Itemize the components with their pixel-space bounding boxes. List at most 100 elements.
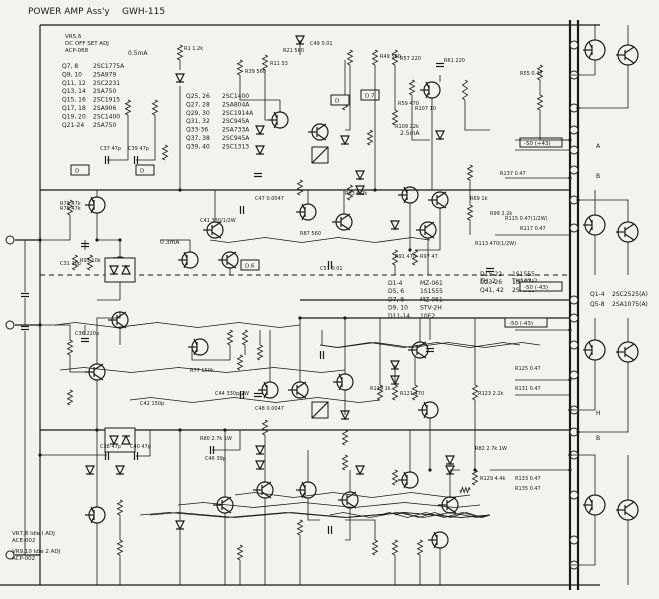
transistor-symbol [616,499,639,521]
resistor-symbol [376,384,384,401]
component-label-r80: R80 2.7k 1W [200,436,232,442]
transistor-symbol [188,338,209,356]
diode-refs: D5, 6 [388,288,404,295]
supply-box-mid [519,281,563,292]
input-terminals [5,235,15,560]
vr5-adjustment: DC OFF SET ADJ [65,41,109,47]
wire [69,355,89,373]
node-label-a: A [596,143,601,150]
resistor-symbol [391,384,399,401]
junction-dot [568,378,572,382]
resistor-symbol [391,539,399,556]
junction-dot [223,428,227,432]
diode-part-2: 1S1555 [512,271,535,278]
component-label-r1: R1 1.2k [184,46,203,52]
resistor-symbol [151,99,159,116]
component-label-c37: C37 47p [100,146,121,152]
junction-dot [95,238,99,242]
junction-dot [568,328,572,332]
node-label-b: B [596,173,600,180]
component-label-c38: C38 47p [100,444,121,450]
junction-box-label: D [335,99,339,105]
table1-refs: Q17, 18 [62,105,86,112]
idle-current-label: 0.5mA [128,50,148,57]
resistor-symbol [209,237,431,243]
vr7-reference: ACE-002 [12,538,35,544]
wire [464,100,490,131]
resistor-symbol [116,499,124,516]
resistor-symbol [226,329,234,346]
resistor-symbol [411,384,419,401]
junction-dot [568,453,572,457]
output-transistor-refs: Q5-8 [590,301,605,308]
transistor-symbol [85,506,106,524]
component-label-c46: C46 39p [205,456,226,462]
component-label-r91: R91 470 [395,254,416,260]
table2-part: 2SA804A [222,101,250,108]
junction-box: D.6 [240,259,260,271]
diode-symbol [255,125,265,136]
component-label-c51: C51 0.01 [320,266,343,272]
resistor-symbol [129,397,381,403]
junction-dot [568,176,572,180]
component-label-r61: R61 220 [444,58,465,64]
transistor-symbol [398,471,419,489]
component-label-c41: C41 330/1/2W [200,218,236,224]
wire [136,430,151,457]
wire [411,95,430,141]
capacitor-symbol [21,325,29,331]
supply-box-lower [504,317,548,328]
component-label-r69: R69 1k [470,196,488,202]
resistor-symbol [66,199,74,216]
diode-symbol [115,465,125,476]
junction-dot [373,188,377,192]
transistor-symbol [428,191,449,209]
wire [264,70,272,121]
junction-dot [118,238,122,242]
wiring [24,25,629,585]
thermistor-symbol [311,146,329,164]
component-label-c44: C44 330p/2W [215,391,249,397]
component-label-r117: R117 0.47 [520,226,546,232]
component-label-r123: R123 2.2k [478,391,504,397]
junction-dot [576,198,580,202]
capacitor-symbol [319,351,325,359]
diode-symbol [121,434,131,445]
transistor-symbol [332,213,353,231]
table1-part: 2SC1915 [93,97,120,104]
junction-box: D.7 [360,89,380,101]
capacitor-symbol [239,391,245,399]
output-transistor-part: 2SA1075(A) [612,301,648,308]
wire [40,189,98,197]
resistor-symbol [66,389,74,406]
resistor-symbol [124,99,132,116]
diode-symbol [355,465,365,476]
component-label-r93: R93 10k [80,258,101,264]
table1-part: 2SA750 [93,88,116,95]
transistor-symbol [583,494,606,516]
resistor-symbol [346,49,354,66]
diode-symbol [109,435,119,446]
component-label-r107: R107 10 [415,106,436,112]
resistor-symbol [177,502,481,508]
transistor-symbol [85,196,106,214]
transistor-symbol [428,531,449,549]
resistor-symbol [391,49,399,66]
resistor-symbol [536,64,544,81]
component-label-r75: R75 47k [60,206,81,212]
junction-dot [408,248,412,252]
node-label-h: H [596,410,601,417]
junction-dot [428,468,432,472]
table1-part: 2SC1775A [93,63,125,70]
transistor-symbol [178,251,199,269]
diode-bridge [104,257,136,283]
thermistor-symbol [311,401,329,419]
component-label-c42: C42 150p [140,401,164,407]
transistor-symbol [438,496,459,514]
table1-refs: Q13, 14 [62,88,86,95]
table2-part: 2SC945A [222,118,250,125]
